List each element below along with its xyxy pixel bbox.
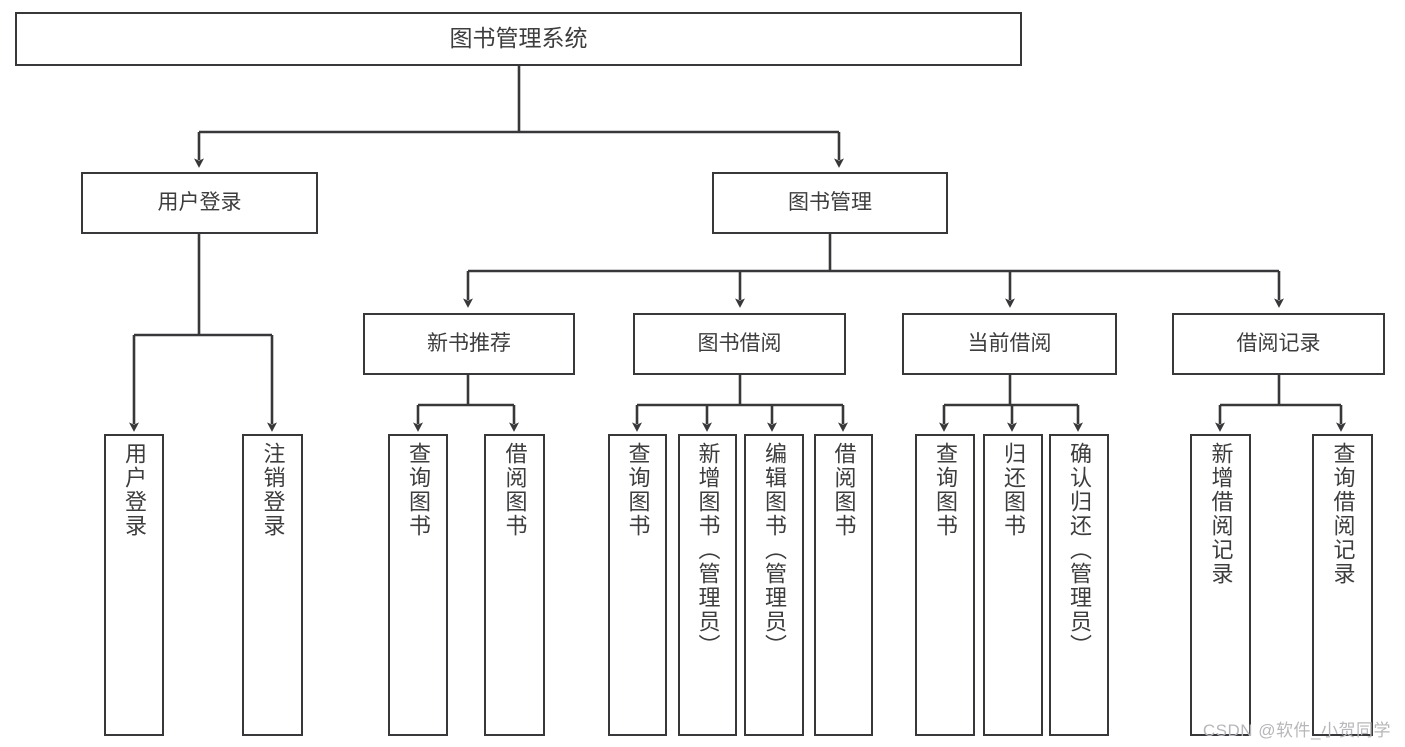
node-current-borrow[interactable]: 当前借阅 [902, 313, 1117, 375]
leaf-user-logout[interactable]: 注销登录 [242, 434, 303, 736]
leaf-borrow-book-new[interactable]: 借阅图书 [484, 434, 545, 736]
node-user-login[interactable]: 用户登录 [81, 172, 318, 234]
leaf-query-book-new[interactable]: 查询图书 [388, 434, 448, 736]
node-label: 图书管理系统 [449, 25, 588, 52]
node-label: 注销登录 [260, 442, 286, 538]
node-label: 新增图书（管理员） [695, 442, 721, 658]
node-label: 用户登录 [157, 190, 242, 214]
node-borrow-record[interactable]: 借阅记录 [1172, 313, 1385, 375]
leaf-confirm-return-admin[interactable]: 确认归还（管理员） [1049, 434, 1109, 736]
node-label: 查询图书 [933, 442, 958, 538]
node-book-management[interactable]: 图书管理 [712, 172, 948, 234]
node-label: 图书管理 [788, 190, 872, 214]
node-label: 图书借阅 [697, 331, 782, 355]
node-label: 借阅记录 [1236, 331, 1321, 355]
node-label: 查询借阅记录 [1330, 442, 1356, 586]
node-label: 当前借阅 [967, 331, 1052, 355]
node-root-system[interactable]: 图书管理系统 [15, 12, 1022, 66]
node-label: 借阅图书 [502, 442, 528, 538]
leaf-return-book[interactable]: 归还图书 [983, 434, 1043, 736]
leaf-edit-book-admin[interactable]: 编辑图书（管理员） [744, 434, 804, 736]
leaf-borrow-book[interactable]: 借阅图书 [814, 434, 873, 736]
node-label: 新书推荐 [427, 331, 511, 355]
node-label: 查询图书 [406, 442, 431, 538]
leaf-query-book-borrow[interactable]: 查询图书 [608, 434, 667, 736]
node-label: 用户登录 [122, 442, 147, 538]
node-new-book-recommend[interactable]: 新书推荐 [363, 313, 575, 375]
leaf-add-book-admin[interactable]: 新增图书（管理员） [678, 434, 737, 736]
node-label: 编辑图书（管理员） [762, 442, 787, 658]
leaf-query-borrow-record[interactable]: 查询借阅记录 [1312, 434, 1373, 736]
node-label: 借阅图书 [831, 442, 857, 538]
node-label: 确认归还（管理员） [1067, 442, 1092, 658]
leaf-user-login[interactable]: 用户登录 [104, 434, 164, 736]
node-label: 新增借阅记录 [1208, 442, 1234, 586]
leaf-add-borrow-record[interactable]: 新增借阅记录 [1190, 434, 1251, 736]
node-label: 归还图书 [1001, 442, 1026, 538]
leaf-query-book-current[interactable]: 查询图书 [915, 434, 975, 736]
node-book-borrow[interactable]: 图书借阅 [633, 313, 846, 375]
node-label: 查询图书 [625, 442, 651, 538]
